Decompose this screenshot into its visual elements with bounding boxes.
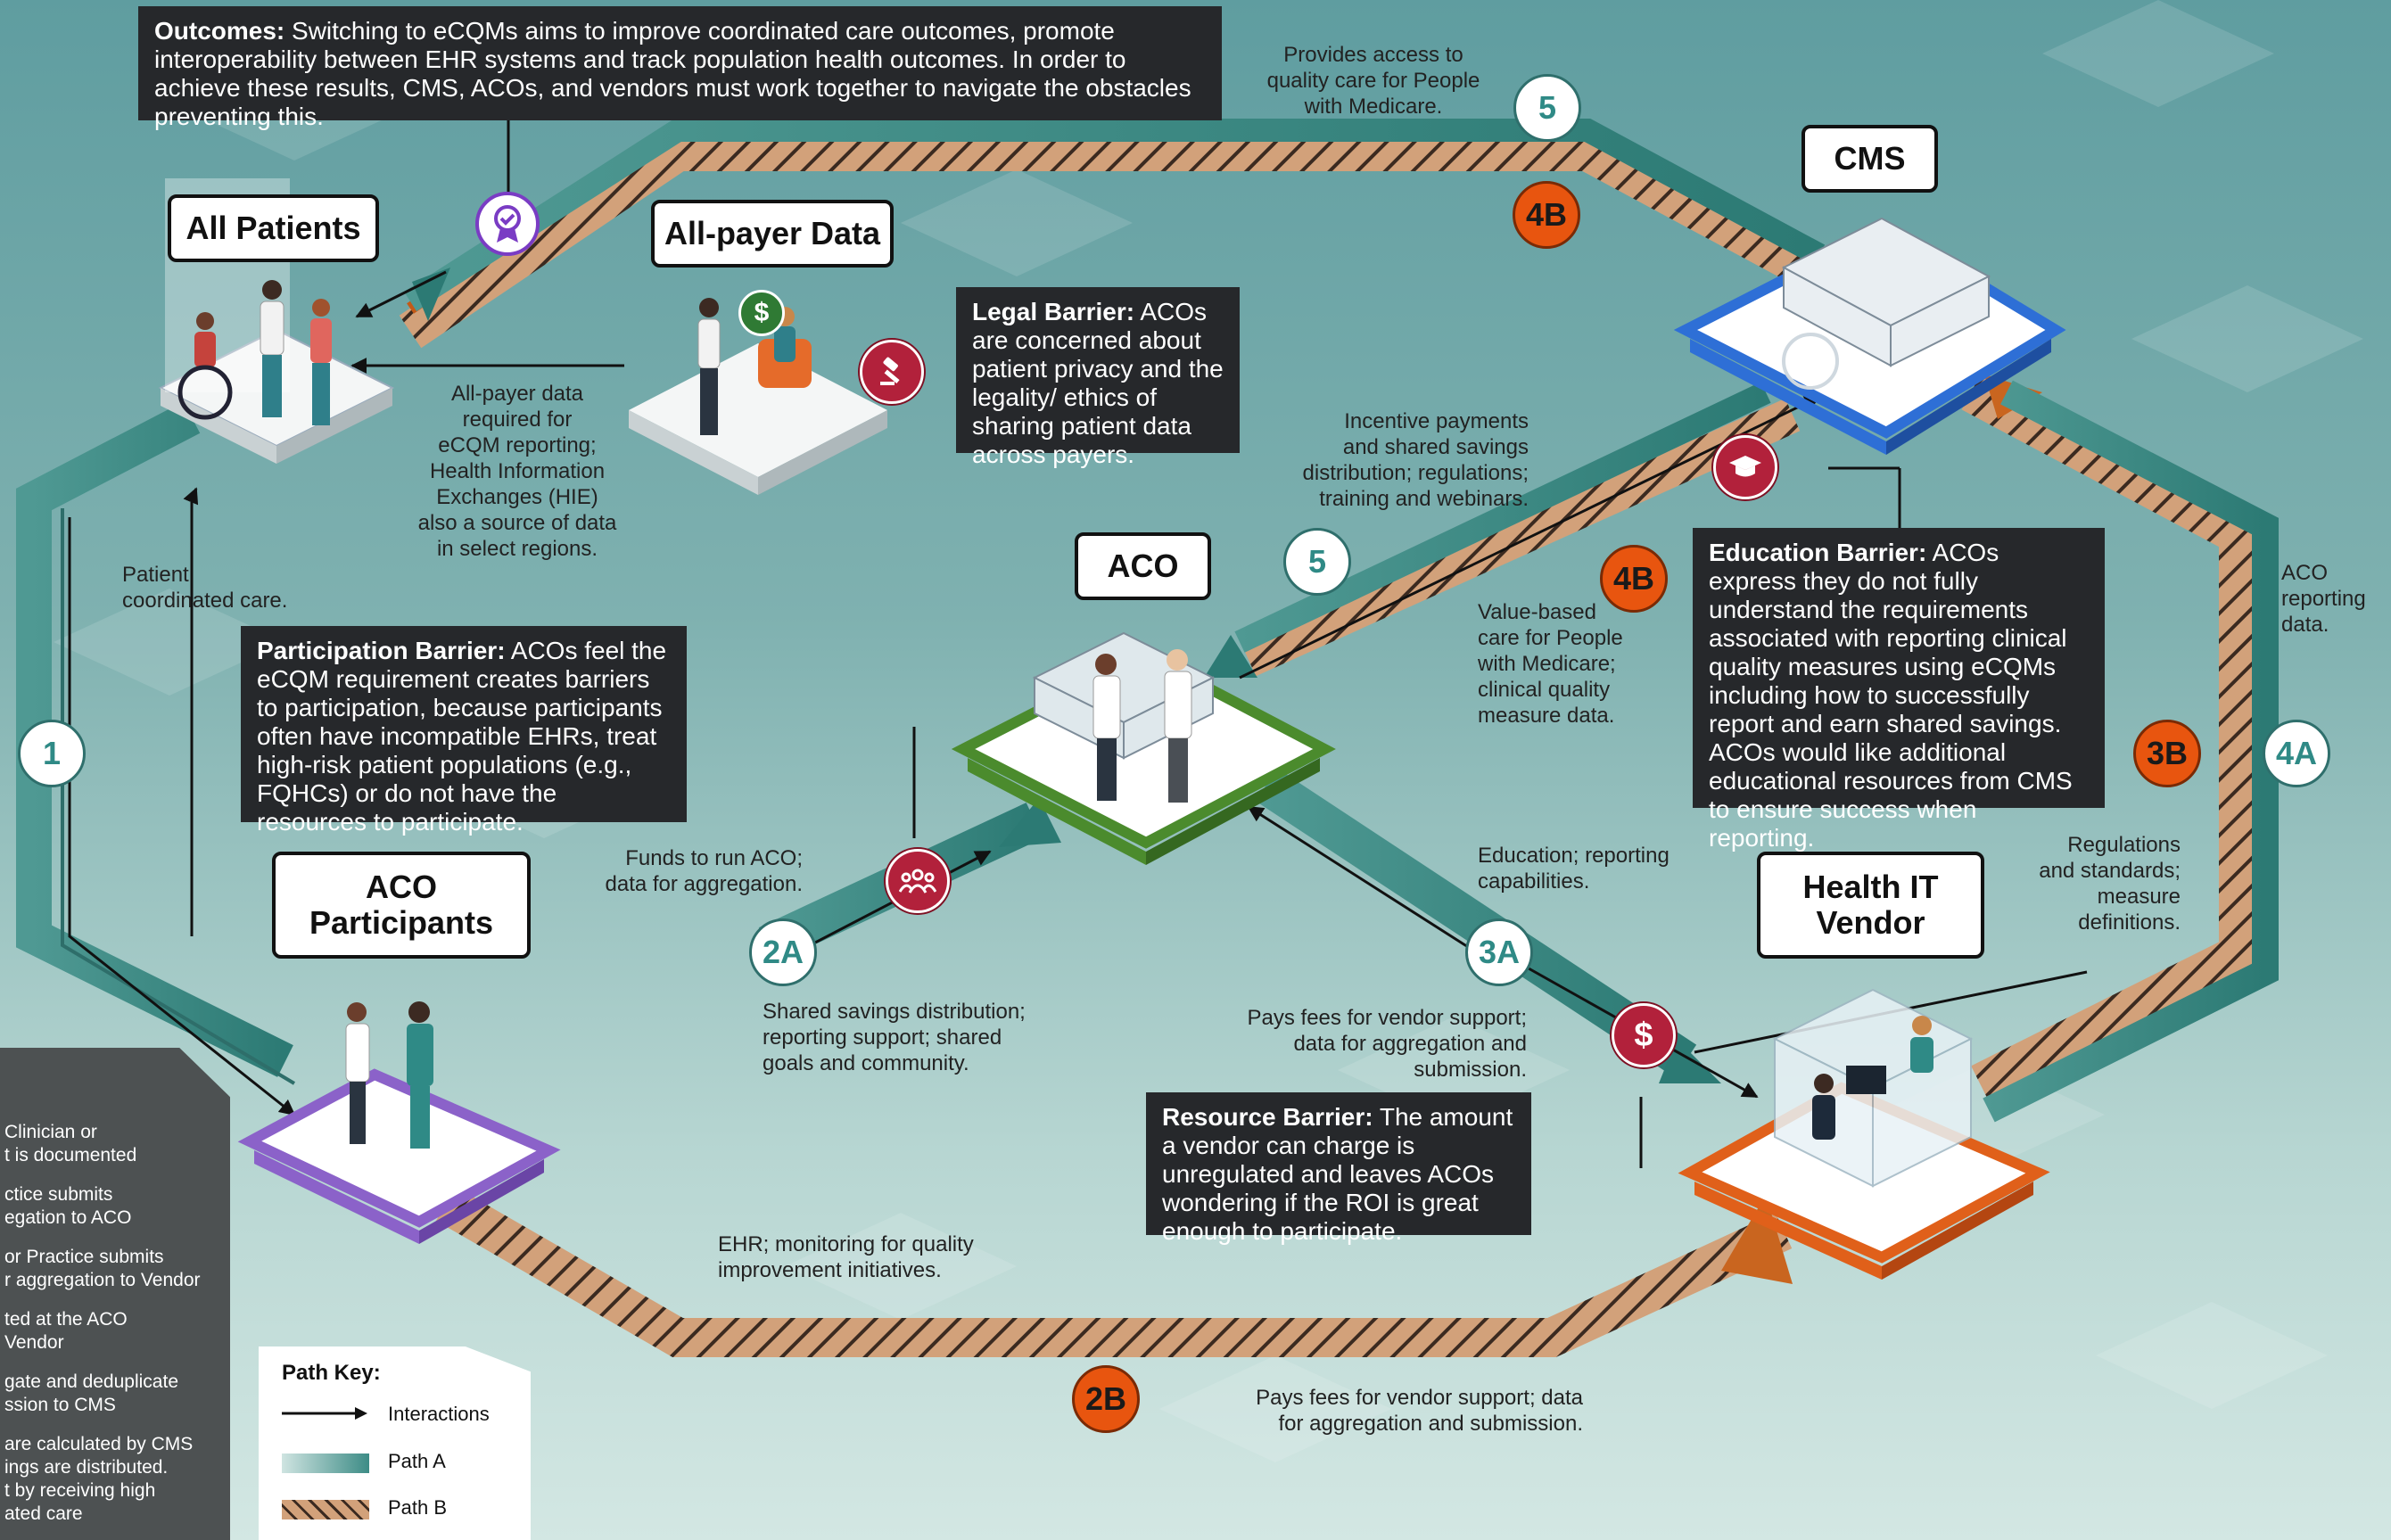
value-based-annotation: Value-based care for People with Medicar… bbox=[1478, 600, 1623, 728]
pays-fees-annotation-2: Pays fees for vendor support; data for a… bbox=[1256, 1386, 1583, 1436]
dollar-coin-icon: $ bbox=[738, 290, 785, 336]
participant-clinician-figure bbox=[407, 1001, 433, 1149]
path-a-swatch bbox=[282, 1454, 369, 1473]
vendor-worker-figure bbox=[1812, 1066, 1886, 1140]
education-barrier-box: Education Barrier: ACOs express they do … bbox=[1693, 528, 2105, 852]
resource-barrier-title: Resource Barrier: bbox=[1162, 1103, 1373, 1131]
outcomes-box: Outcomes: Switching to eCQMs aims to imp… bbox=[138, 6, 1222, 130]
legend-step-2: ctice submits egation to ACO bbox=[4, 1184, 132, 1228]
award-ribbon-icon bbox=[475, 192, 540, 256]
path-key: Path Key: Interactions Path A Path B bbox=[259, 1346, 531, 1540]
platform-all-payer-data bbox=[629, 343, 887, 495]
path-number-5-mid: 5 bbox=[1283, 528, 1351, 596]
path-b-swatch bbox=[282, 1500, 369, 1519]
aco-label: ACO bbox=[1075, 532, 1211, 600]
path-number-3a: 3A bbox=[1465, 918, 1533, 986]
legal-barrier-text: ACOs are concerned about patient privacy… bbox=[972, 298, 1224, 468]
participation-barrier-text: ACOs feel the eCQM requirement creates b… bbox=[257, 637, 667, 836]
aco-doctor-figure bbox=[1164, 649, 1192, 803]
steps-legend-panel: Clinician or t is documented ctice submi… bbox=[0, 1048, 230, 1540]
platform-aco-participants bbox=[237, 1068, 561, 1244]
legal-barrier-box: Legal Barrier: ACOs are concerned about … bbox=[956, 287, 1240, 468]
all-payer-required-annotation: All-payer data required for eCQM reporti… bbox=[417, 382, 617, 561]
path-number-2b: 2B bbox=[1072, 1365, 1140, 1433]
path-key-title: Path Key: bbox=[282, 1361, 381, 1385]
graduation-cap-icon bbox=[1713, 435, 1777, 499]
gavel-icon bbox=[860, 340, 924, 404]
path-number-2a: 2A bbox=[749, 918, 817, 986]
provides-access-annotation: Provides access to quality care for Peop… bbox=[1266, 43, 1480, 119]
health-it-vendor-label: Health IT Vendor bbox=[1757, 852, 1984, 959]
education-barrier-text: ACOs express they do not fully understan… bbox=[1709, 539, 2073, 852]
all-patients-label: All Patients bbox=[168, 194, 379, 262]
pays-fees-annotation-1: Pays fees for vendor support; data for a… bbox=[1247, 1006, 1528, 1082]
outcomes-title: Outcomes: bbox=[154, 17, 285, 45]
regulations-standards-annotation: Regulations and standards; measure defin… bbox=[2039, 833, 2181, 935]
legend-step-1: Clinician or t is documented bbox=[4, 1122, 137, 1165]
all-payer-data-label: All-payer Data bbox=[651, 200, 894, 268]
path-a-label: Path A bbox=[388, 1450, 446, 1472]
shared-savings-annotation: Shared savings distribution; reporting s… bbox=[763, 1000, 1026, 1075]
platform-cms bbox=[1673, 217, 2066, 455]
path-number-4b-mid: 4B bbox=[1600, 545, 1668, 613]
interactions-label: Interactions bbox=[388, 1403, 490, 1425]
dollar-icon: $ bbox=[1612, 1003, 1676, 1067]
education-barrier-title: Education Barrier: bbox=[1709, 539, 1927, 566]
group-icon bbox=[886, 849, 950, 913]
incentive-payments-annotation: Incentive payments and shared savings di… bbox=[1302, 409, 1529, 511]
participant-clinician-figure bbox=[345, 1002, 370, 1144]
resource-barrier-text: The amount a vendor can charge is unregu… bbox=[1162, 1103, 1513, 1245]
legend-step-6: are calculated by CMS ings are distribut… bbox=[4, 1434, 194, 1524]
path-number-4a: 4A bbox=[2263, 720, 2330, 787]
path-number-1: 1 bbox=[18, 720, 86, 787]
legend-step-5: gate and deduplicate ssion to CMS bbox=[4, 1371, 178, 1415]
aco-participants-label: ACO Participants bbox=[272, 852, 531, 959]
participation-barrier-title: Participation Barrier: bbox=[257, 637, 506, 664]
legend-step-4: ted at the ACO Vendor bbox=[4, 1309, 128, 1353]
funds-to-run-annotation: Funds to run ACO; data for aggregation. bbox=[605, 846, 804, 896]
path-number-5-top: 5 bbox=[1513, 74, 1581, 142]
cms-label: CMS bbox=[1801, 125, 1938, 193]
ehr-monitoring-annotation: EHR; monitoring for quality improvement … bbox=[718, 1232, 974, 1282]
path-number-4b-top: 4B bbox=[1513, 181, 1580, 249]
vendor-worker-figure bbox=[1910, 1016, 1933, 1073]
education-reporting-annotation: Education; reporting capabilities. bbox=[1478, 844, 1670, 894]
legal-barrier-title: Legal Barrier: bbox=[972, 298, 1135, 325]
path-number-3b: 3B bbox=[2133, 720, 2201, 787]
path-b-label: Path B bbox=[388, 1496, 448, 1519]
patient-coordinated-annotation: Patient coordinated care. bbox=[122, 563, 288, 613]
patient-figure bbox=[310, 299, 332, 425]
outcomes-text: Switching to eCQMs aims to improve coord… bbox=[154, 17, 1191, 130]
aco-reporting-annotation: ACO reporting data. bbox=[2281, 561, 2366, 637]
payer-person-figure bbox=[697, 298, 721, 435]
patient-figure bbox=[260, 280, 284, 417]
participation-barrier-box: Participation Barrier: ACOs feel the eCQ… bbox=[241, 626, 687, 836]
patient-figure bbox=[177, 312, 233, 420]
legend-step-3: or Practice submits r aggregation to Ven… bbox=[4, 1247, 201, 1290]
resource-barrier-box: Resource Barrier: The amount a vendor ca… bbox=[1146, 1092, 1531, 1245]
aco-doctor-figure bbox=[1092, 654, 1121, 801]
interactions-arrow-icon bbox=[282, 1407, 367, 1420]
